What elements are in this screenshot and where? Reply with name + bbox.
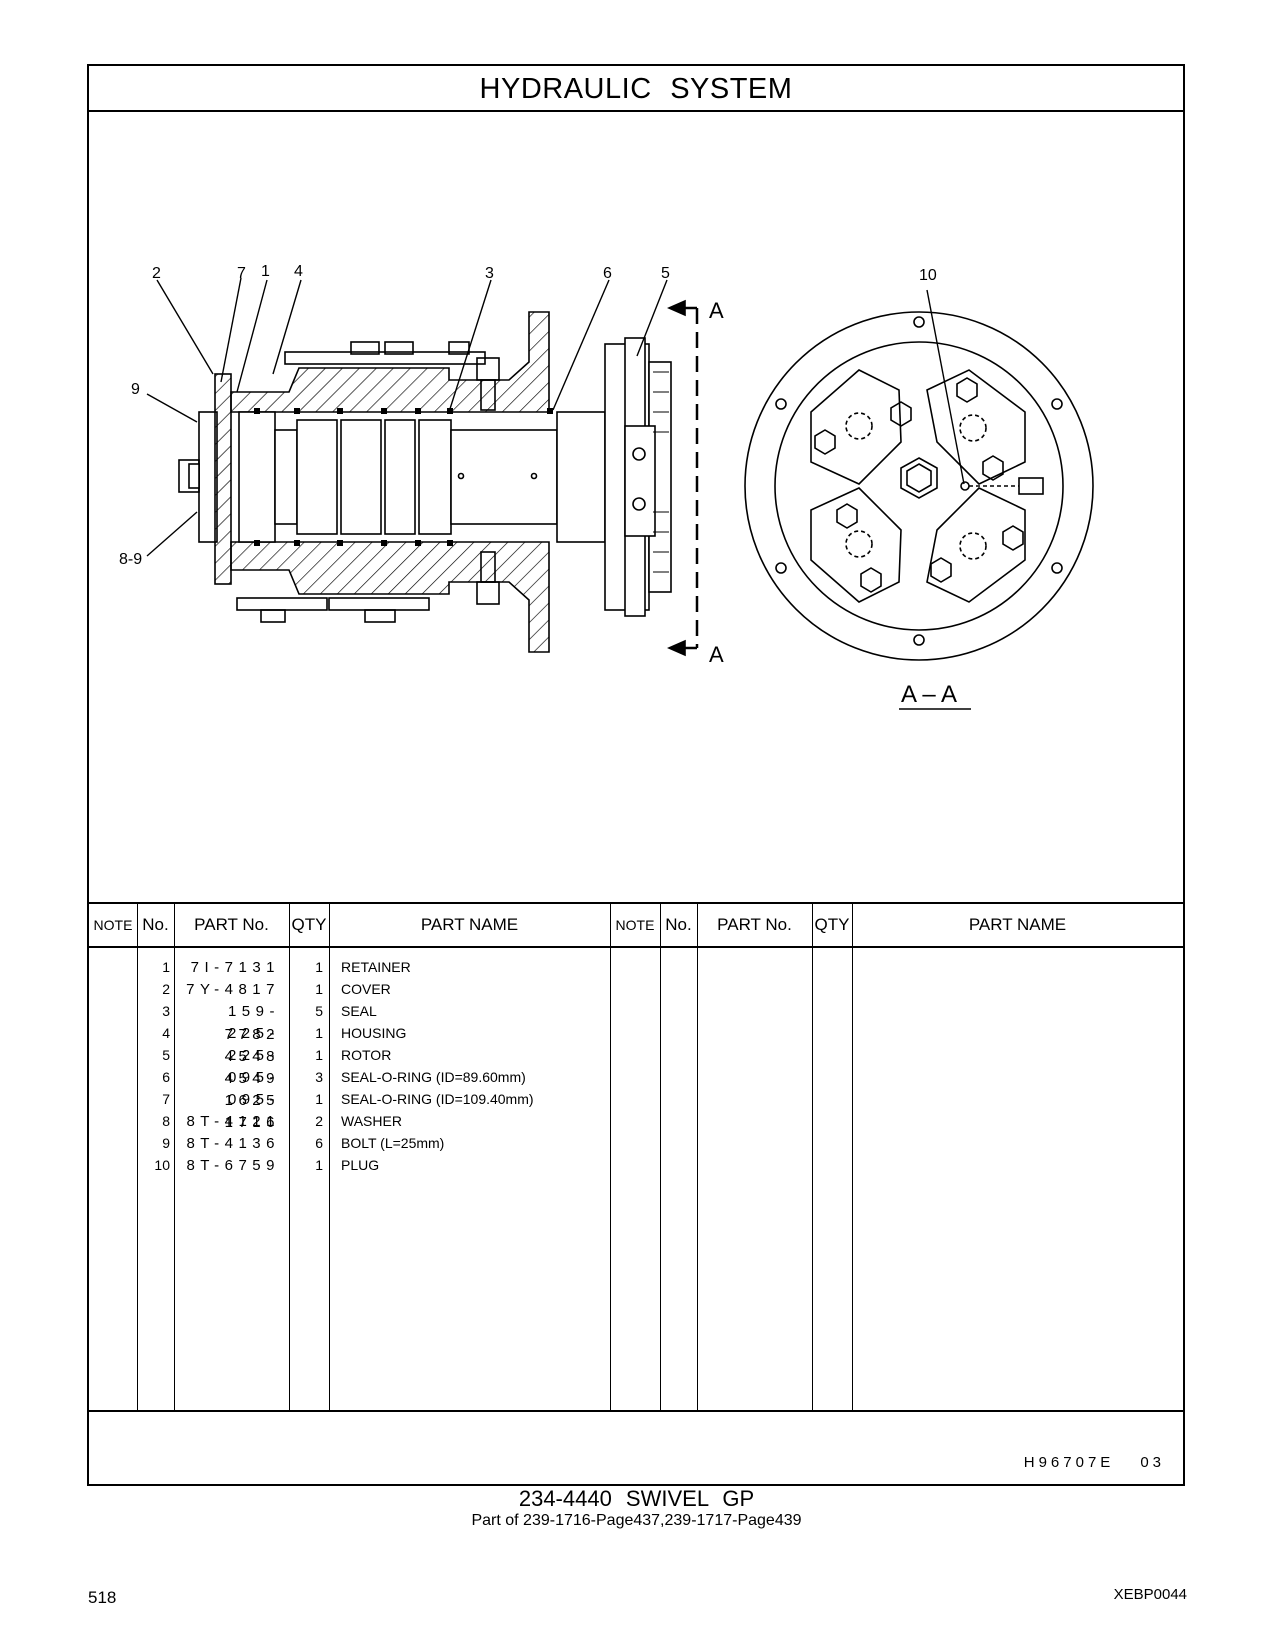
row-quantity: 3 [315, 1069, 323, 1085]
callout-leaders [146, 277, 965, 557]
document-code: XEBP0044 [1113, 1586, 1187, 1603]
callout-2: 2 [152, 265, 161, 282]
row-part-number: 8T-4136 [186, 1135, 280, 1152]
callout-6: 6 [603, 265, 612, 282]
header-note: NOTE [93, 917, 133, 933]
row-part-name: SEAL-O-RING (ID=89.60mm) [341, 1069, 526, 1085]
row-quantity: 5 [315, 1003, 323, 1019]
row-part-number: 8T-6759 [186, 1157, 280, 1174]
header-no-2: No. [665, 915, 692, 934]
row-part-number: 225-4548 [224, 1025, 280, 1065]
callout-3: 3 [485, 265, 494, 282]
header-qty-2: QTY [814, 915, 850, 934]
row-part-name: BOLT (L=25mm) [341, 1135, 445, 1151]
parts-list-table [89, 902, 1183, 1414]
row-part-name: PLUG [341, 1157, 380, 1173]
row-quantity: 1 [315, 1157, 323, 1173]
row-quantity: 2 [315, 1113, 323, 1129]
row-part-name: SEAL-O-RING (ID=109.40mm) [341, 1091, 534, 1107]
row-quantity: 1 [315, 959, 323, 975]
side-section-view [178, 299, 699, 657]
row-part-name: RETAINER [341, 959, 411, 975]
row-part-name: COVER [341, 981, 391, 997]
section-marker-top: A [709, 298, 724, 323]
row-number: 3 [162, 1003, 170, 1019]
row-part-name: SEAL [341, 1003, 377, 1019]
section-title: HYDRAULIC SYSTEM [89, 66, 1183, 112]
row-number: 7 [162, 1091, 170, 1107]
section-marker-bottom: A [709, 642, 724, 667]
row-number: 5 [162, 1047, 170, 1063]
callout-5: 5 [661, 265, 670, 282]
header-part-name: PART NAME [420, 915, 519, 934]
exploded-drawing: 2 7 1 4 3 6 5 10 9 8-9 A A A – A [119, 263, 1094, 710]
row-number: 4 [162, 1025, 170, 1041]
page-number: 518 [88, 1588, 117, 1607]
row-quantity: 1 [315, 981, 323, 997]
row-number: 6 [162, 1069, 170, 1085]
row-part-name: WASHER [341, 1113, 402, 1129]
row-quantity: 1 [315, 1025, 323, 1041]
callout-labels: 2 7 1 4 3 6 5 10 9 8-9 A A A – A [119, 263, 957, 708]
callout-1: 1 [261, 263, 270, 280]
row-quantity: 1 [315, 1091, 323, 1107]
row-part-number: 7Y-4817 [186, 981, 280, 998]
header-part-no: PART No. [194, 915, 269, 934]
row-number: 8 [162, 1113, 170, 1129]
callout-9: 9 [131, 381, 140, 398]
row-part-number: 225-4549 [224, 1047, 280, 1087]
header-part-no-2: PART No. [717, 915, 792, 934]
caption-title: 234-4440 SWIVEL GP [518, 1486, 755, 1511]
row-part-number: 8T-4121 [186, 1113, 280, 1130]
row-part-name: HOUSING [341, 1025, 407, 1041]
callout-8-9: 8-9 [119, 551, 142, 568]
header-no: No. [142, 915, 169, 934]
row-part-number: 095-1625 [224, 1069, 280, 1109]
header-part-name-2: PART NAME [968, 915, 1067, 934]
page-frame: HYDRAULIC SYSTEM [87, 64, 1185, 1486]
row-number: 9 [162, 1135, 170, 1151]
row-quantity: 1 [315, 1047, 323, 1063]
end-view-a-a [744, 311, 1094, 661]
row-number: 1 [162, 959, 170, 975]
row-part-number: 159-7782 [224, 1003, 280, 1043]
figure-caption: 234-4440 SWIVEL GP Part of 239-1716-Page… [0, 1486, 1273, 1530]
header-note-2: NOTE [615, 917, 655, 933]
row-part-number: 7I-7131 [190, 959, 280, 976]
section-view-label: A – A [901, 681, 957, 708]
row-part-name: ROTOR [341, 1047, 392, 1063]
row-part-number: 095-1716 [224, 1091, 280, 1131]
row-number: 2 [162, 981, 170, 997]
callout-7: 7 [237, 265, 246, 282]
header-qty: QTY [291, 915, 327, 934]
callout-10: 10 [919, 267, 937, 284]
row-quantity: 6 [315, 1135, 323, 1151]
caption-subtitle: Part of 239-1716-Page437,239-1717-Page43… [471, 1512, 802, 1529]
drawing-revision: 03 [1140, 1454, 1165, 1471]
callout-4: 4 [294, 263, 303, 280]
row-number: 10 [154, 1157, 170, 1173]
